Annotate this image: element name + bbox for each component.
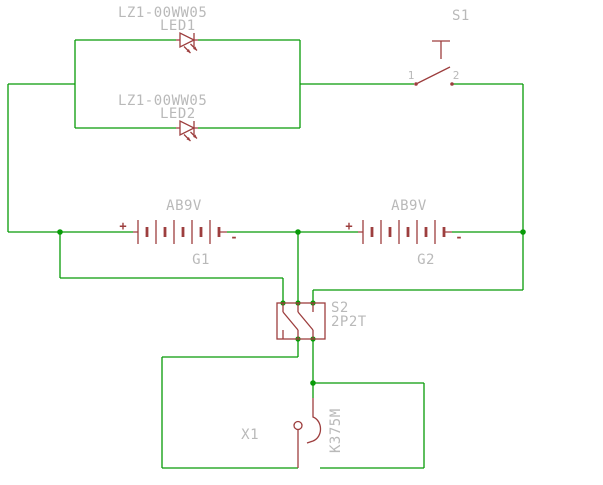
led1-name-label: LED1 <box>160 18 196 34</box>
g1-short-plates <box>145 227 221 237</box>
led2-arrowhead <box>193 134 197 139</box>
g1-long-plates <box>137 220 211 244</box>
x1-contact-hook <box>306 398 322 444</box>
led1-arrowhead <box>186 49 191 53</box>
led2-name-label: LED2 <box>160 106 196 122</box>
led1-value-label: LZ1-00WW05 <box>118 5 207 21</box>
g1-battery-symbol <box>133 220 227 244</box>
s1-lever <box>415 66 451 85</box>
g1-plus-mark: + <box>119 219 126 233</box>
g2-minus-mark: - <box>455 230 462 244</box>
g1-name-label: G1 <box>192 252 210 268</box>
wire-net <box>7 39 524 469</box>
led1-triangle <box>179 31 196 49</box>
s1-actuator <box>432 40 450 59</box>
s2-value-label: 2P2T <box>331 314 367 330</box>
g2-plus-mark: + <box>345 219 352 233</box>
junction-dot <box>57 229 63 235</box>
s2-switch-symbol <box>276 302 326 340</box>
s2-name-label: S2 <box>331 300 349 316</box>
x1-value-label: K375M <box>328 408 344 453</box>
s2-pin-stubs <box>282 303 314 339</box>
g2-value-label: AB9V <box>391 198 427 214</box>
s1-pin1-label: 1 <box>408 69 415 82</box>
led2-triangle <box>179 119 196 137</box>
g1-value-label: AB9V <box>166 198 202 214</box>
led2-arrowhead <box>186 137 191 141</box>
s1-switch-symbol <box>414 40 454 86</box>
x1-contact-stud-head <box>293 420 303 431</box>
g2-short-plates <box>370 227 446 237</box>
s2-body <box>276 302 326 340</box>
s1-contact <box>450 82 454 86</box>
led1-arrowhead <box>193 46 197 51</box>
led2-value-label: LZ1-00WW05 <box>118 93 207 109</box>
x1-connector-symbol <box>293 398 322 468</box>
junction-dot <box>295 229 301 235</box>
s1-name-label: S1 <box>452 8 470 24</box>
g2-battery-symbol <box>358 220 452 244</box>
junction-dot <box>520 229 526 235</box>
g1-minus-mark: - <box>230 230 237 244</box>
junction-dot <box>310 380 316 386</box>
s2-levers <box>282 311 314 331</box>
s1-contact <box>414 82 418 86</box>
g2-name-label: G2 <box>417 252 435 268</box>
x1-name-label: X1 <box>241 427 259 443</box>
led1-symbol <box>176 31 198 54</box>
led2-symbol <box>176 119 198 142</box>
s1-pin2-label: 2 <box>453 69 460 82</box>
g2-long-plates <box>362 220 436 244</box>
